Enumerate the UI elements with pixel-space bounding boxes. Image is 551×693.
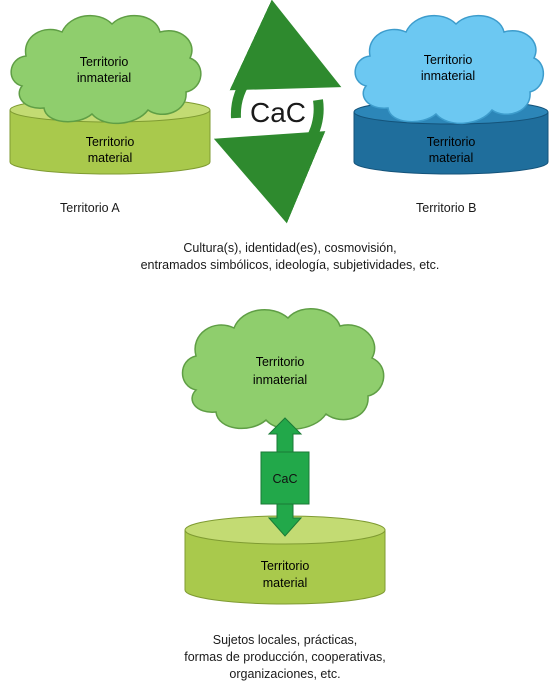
bottom-caption: Sujetos locales, prácticas, formas de pr… [90,632,480,683]
territory-a-inmaterial-line2: inmaterial [77,71,131,85]
top-caption-line1: Cultura(s), identidad(es), cosmovisión, [183,241,397,255]
cac-box [260,451,310,505]
bottom-inmaterial-line2: inmaterial [253,373,307,387]
top-caption: Cultura(s), identidad(es), cosmovisión, … [40,240,540,274]
cac-cycle: CaC [213,0,342,224]
cycle-arrow-upper [229,0,342,119]
bottom-caption-line1: Sujetos locales, prácticas, [212,633,358,647]
cac-box-label: CaC [272,472,297,486]
territory-a-inmaterial-line1: Territorio [80,55,129,69]
bottom-inmaterial-line1: Territorio [256,355,305,369]
bottom-diagram: Territorio material Territorio inmateria… [181,308,386,605]
territory-a-inmaterial-cloud: Territorio inmaterial [10,14,202,125]
territory-b-material-line1: Territorio [427,135,476,149]
territory-a: Territorio material Territorio inmateria… [9,14,211,175]
territory-b-material-line2: material [429,151,473,165]
bottom-caption-line2: formas de producción, cooperativas, [184,650,386,664]
territory-a-name: Territorio A [60,201,120,215]
territory-b-inmaterial-line1: Territorio [424,53,473,67]
territory-b-inmaterial-cloud: Territorio inmaterial [354,14,544,125]
cycle-label: CaC [250,97,306,128]
territory-b-inmaterial-line2: inmaterial [421,69,475,83]
territory-b-name: Territorio B [416,201,477,215]
territory-a-material-line2: material [88,151,132,165]
top-caption-line2: entramados simbólicos, ideología, subjet… [140,258,440,272]
territory-a-material-line1: Territorio [86,135,135,149]
cycle-arrow-lower [213,99,326,224]
bottom-material-line1: Territorio [261,559,310,573]
cac-double-arrow: CaC [260,417,310,537]
bottom-caption-line3: organizaciones, etc. [229,667,341,681]
bottom-inmaterial-cloud: Territorio inmaterial [181,308,385,430]
bottom-material-line2: material [263,576,307,590]
territory-b: Territorio material Territorio inmateria… [353,14,549,175]
